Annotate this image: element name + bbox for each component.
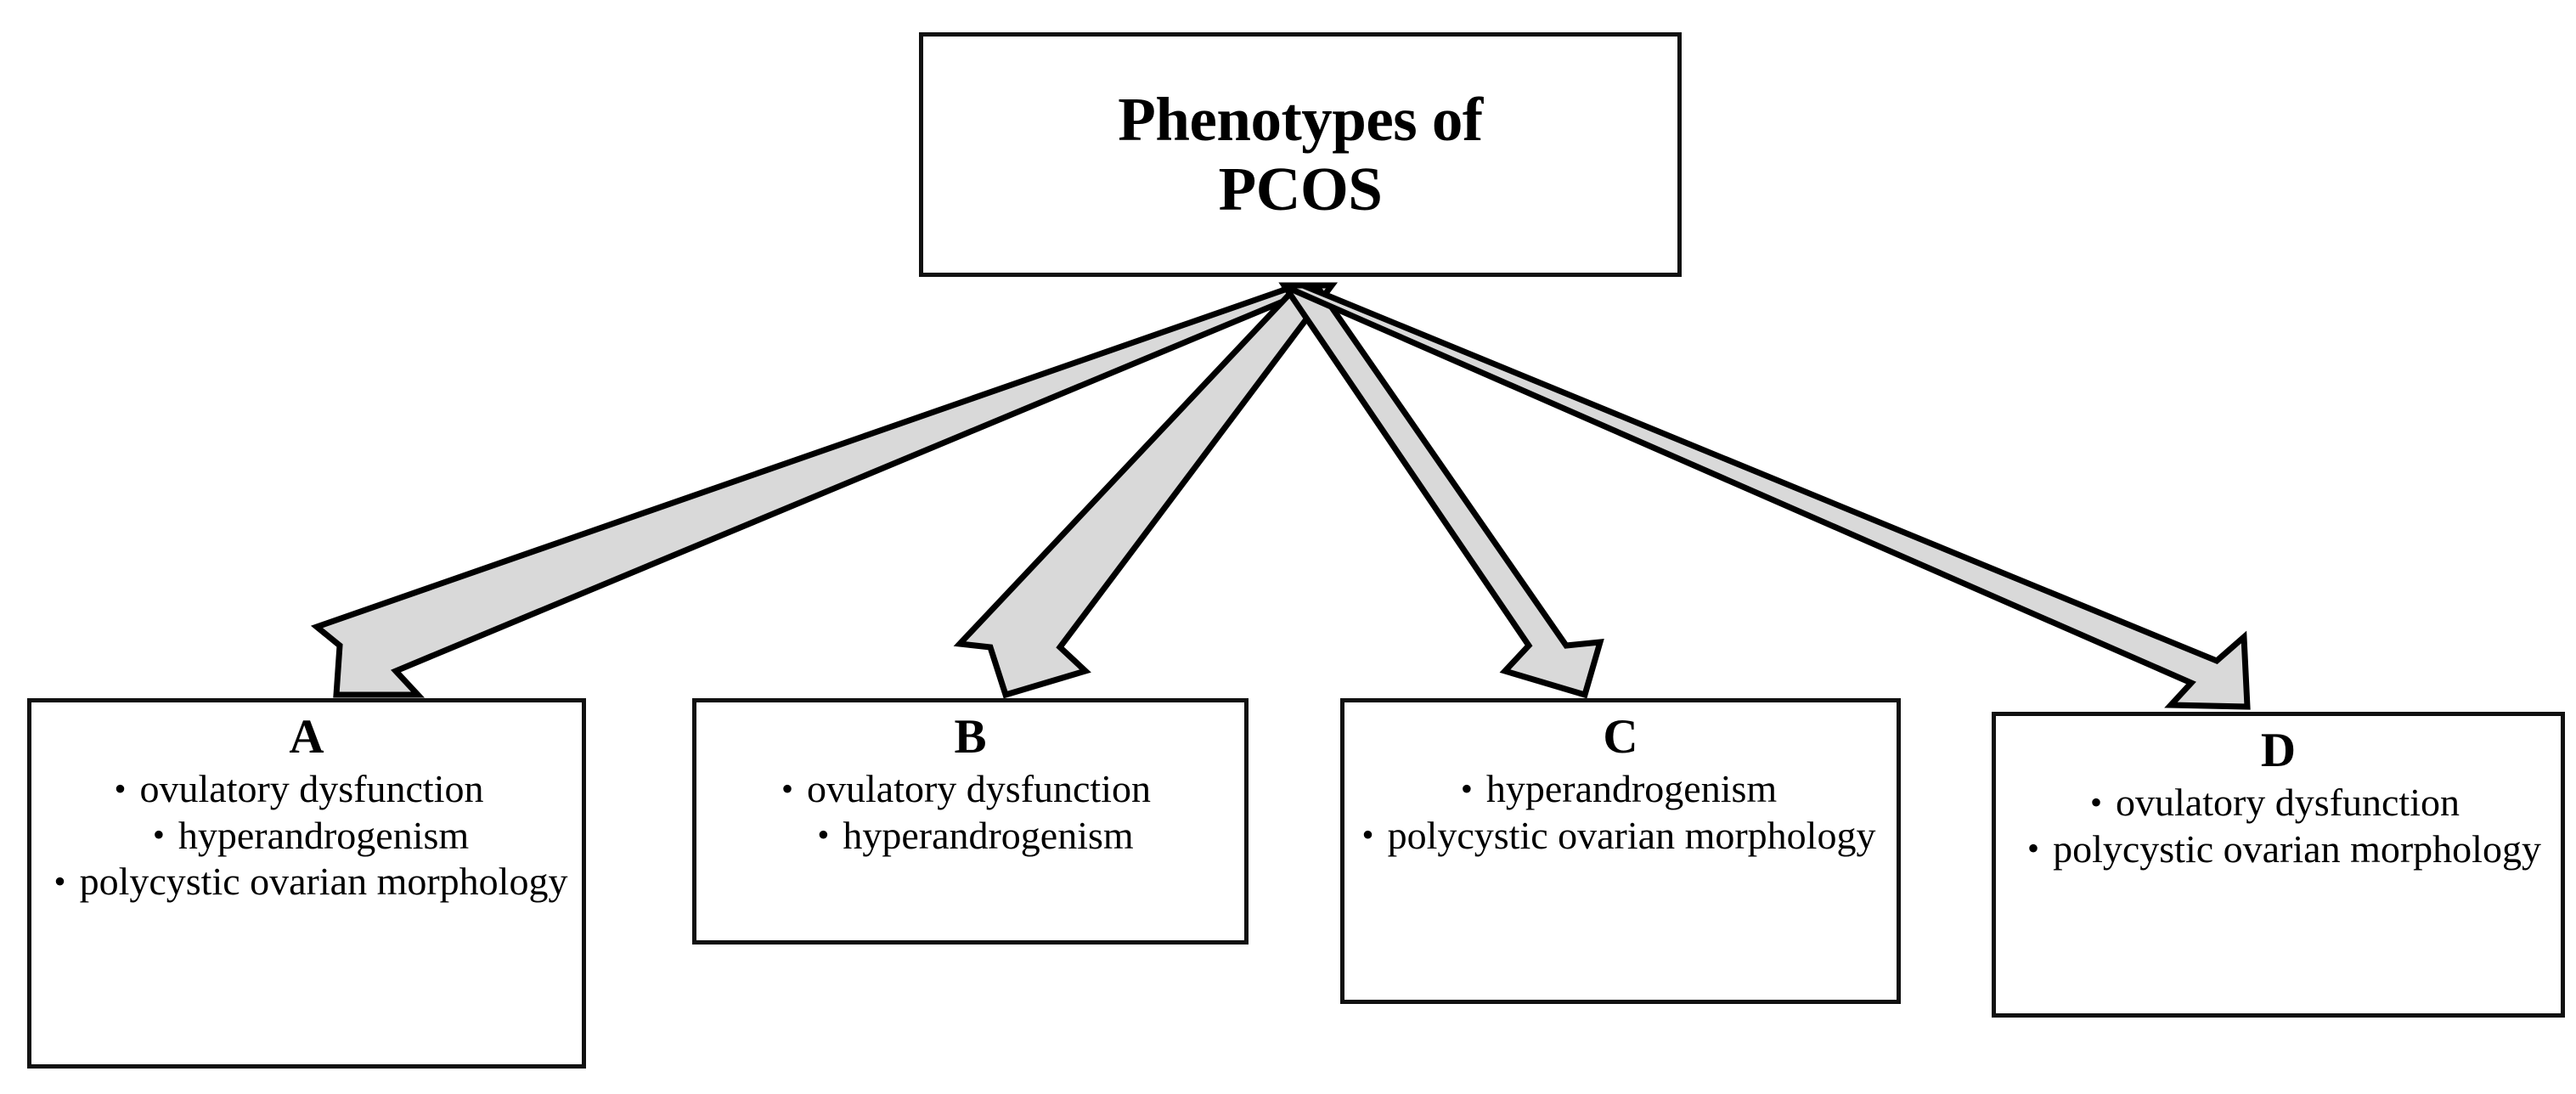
arrow-root-to-b — [953, 282, 1339, 699]
criteria-item: • hyperandrogenism — [696, 813, 1244, 860]
phenotype-b-criteria-list: • ovulatory dysfunction • hyperandrogenism — [696, 766, 1244, 859]
criteria-text: hyperandrogenism — [178, 813, 470, 857]
bullet-icon: • — [152, 815, 165, 854]
phenotype-d-criteria-list: • ovulatory dysfunction • polycystic ovari… — [1996, 780, 2561, 872]
criteria-item: • polycystic ovarian morphology — [1996, 826, 2561, 873]
bullet-icon: • — [1361, 815, 1374, 854]
node-phenotype-a[interactable]: A • ovulatory dysfunction • hyperandrogeni… — [27, 698, 586, 1069]
node-phenotype-b[interactable]: B • ovulatory dysfunction • hyperandrogeni… — [692, 698, 1249, 945]
phenotype-a-label: A — [289, 710, 324, 764]
node-phenotype-c[interactable]: C • hyperandrogenism • polycystic ovarian … — [1340, 698, 1901, 1004]
criteria-item: • polycystic ovarian morphology — [1344, 813, 1897, 860]
arrow-root-to-a — [310, 282, 1323, 698]
phenotype-d-label: D — [2260, 724, 2297, 777]
criteria-text: polycystic ovarian morphology — [79, 860, 568, 904]
bullet-icon: • — [1460, 769, 1473, 808]
bullet-icon: • — [817, 815, 830, 854]
phenotype-c-criteria-list: • hyperandrogenism • polycystic ovarian mo… — [1344, 766, 1897, 859]
criteria-text: hyperandrogenism — [843, 813, 1134, 857]
root-title-line-2: PCOS — [1218, 155, 1383, 223]
criteria-item: • hyperandrogenism — [1344, 766, 1897, 813]
criteria-text: ovulatory dysfunction — [2116, 781, 2460, 824]
phenotype-b-label: B — [954, 710, 987, 764]
bullet-icon: • — [2027, 829, 2040, 868]
criteria-text: hyperandrogenism — [1485, 767, 1778, 810]
criteria-item: • ovulatory dysfunction — [31, 766, 582, 813]
criteria-item: • hyperandrogenism — [31, 813, 582, 860]
root-title-line-1: Phenotypes of — [1118, 85, 1483, 155]
criteria-text: polycystic ovarian morphology — [1387, 813, 1876, 857]
root-title: Phenotypes of PCOS — [1084, 85, 1516, 224]
criteria-item: • ovulatory dysfunction — [1996, 780, 2561, 826]
arrow-root-to-c — [1278, 282, 1604, 699]
criteria-text: polycystic ovarian morphology — [2053, 826, 2541, 871]
bullet-icon: • — [54, 862, 66, 901]
phenotype-a-criteria-list: • ovulatory dysfunction • hyperandrogenism… — [31, 766, 582, 905]
criteria-text: ovulatory dysfunction — [139, 767, 484, 810]
bullet-icon: • — [2089, 782, 2102, 821]
arrow-root-to-d — [1281, 282, 2251, 710]
phenotype-c-label: C — [1603, 710, 1638, 764]
criteria-item: • ovulatory dysfunction — [696, 766, 1244, 813]
node-phenotypes-of-pcos[interactable]: Phenotypes of PCOS — [919, 32, 1682, 277]
node-phenotype-d[interactable]: D • ovulatory dysfunction • polycystic ova… — [1992, 712, 2565, 1018]
bullet-icon: • — [781, 769, 793, 808]
criteria-text: ovulatory dysfunction — [807, 767, 1151, 810]
bullet-icon: • — [114, 769, 127, 808]
criteria-item: • polycystic ovarian morphology — [31, 859, 582, 905]
